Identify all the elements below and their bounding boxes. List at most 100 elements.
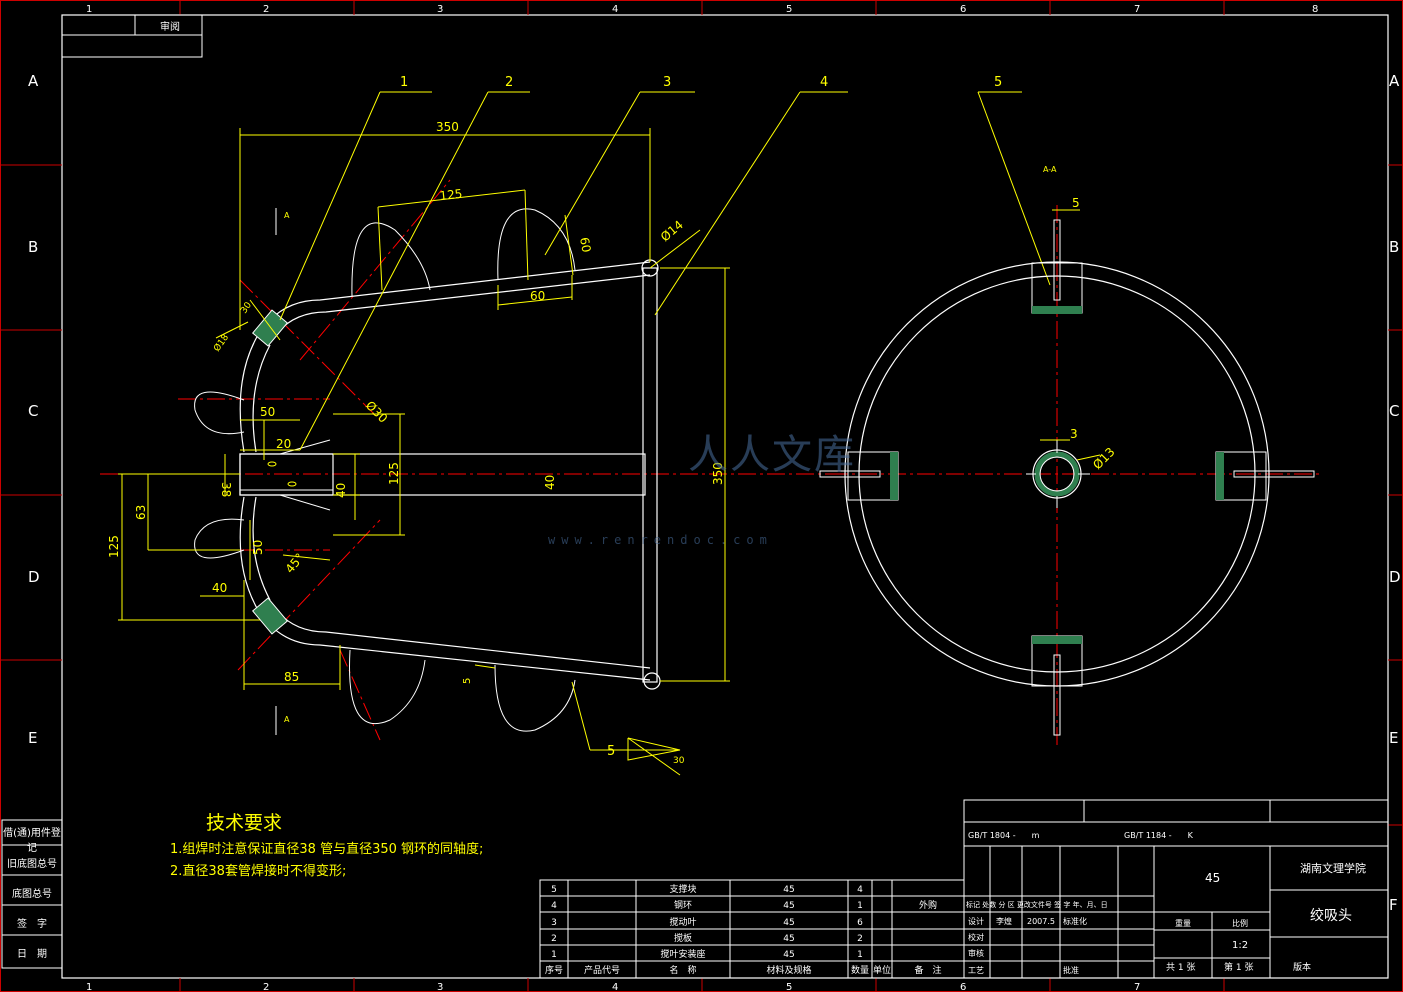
designer: 李煌: [996, 916, 1012, 926]
dimension-texts: 350 125 60 60 Ø14 30 Ø18 Ø30 50 20 38 40…: [107, 120, 725, 684]
zone-col: 7: [1134, 982, 1140, 992]
section-a-bottom: A: [284, 715, 290, 724]
dim-text: 5: [1072, 196, 1080, 210]
zone-col: 8: [1312, 4, 1318, 15]
standardization-label: 标准化: [1063, 916, 1087, 926]
approve-label: 批准: [1063, 965, 1079, 975]
side-register: [1, 819, 63, 969]
tech-req-line: 2.直径38套管焊接时不得变形;: [170, 864, 347, 879]
dimension-lines: [118, 128, 730, 690]
zone-row: C: [28, 402, 38, 420]
dim-text: 60: [530, 289, 545, 303]
check-label: 校对: [968, 932, 984, 942]
zone-col: 4: [612, 982, 618, 992]
bom-row: 5 支撑块 45 4: [551, 883, 863, 895]
dim-text: 50: [251, 540, 265, 555]
bom-cell: 45: [783, 901, 794, 911]
bom-cell: 45: [783, 885, 794, 895]
zone-col: 3: [437, 4, 443, 15]
tech-req-line: 1.组焊时注意保证直径38 管与直径350 钢环的同轴度;: [170, 842, 484, 857]
bom-row: 4 钢环 45 1 外购: [551, 899, 937, 911]
design-date: 2007.5: [1027, 917, 1055, 926]
bom-cell: 外购: [919, 899, 937, 911]
dim-text: 350: [436, 120, 459, 134]
material: 45: [1205, 871, 1220, 885]
zone-col: 1: [86, 982, 92, 992]
watermark-url: www.renrendoc.com: [548, 533, 773, 547]
zone-col-labels: 1 2 3 4 5 6 7 8 1 2 3 4 5 6 7: [86, 4, 1318, 992]
side-label: 底图总号: [12, 889, 52, 900]
bom-header-cell: 材料及规格: [766, 964, 811, 976]
side-label: 签 字: [17, 919, 47, 930]
bom-cell: 搅板: [674, 932, 692, 944]
review-box: [61, 14, 203, 58]
bom-cell: 6: [857, 918, 863, 928]
bom-header-cell: 产品代号: [584, 964, 620, 976]
dim-text: Ø13: [1090, 445, 1117, 472]
dim-text: 38: [219, 482, 233, 497]
revision-header: 标记 处数 分 区 更改文件号 签 字 年、月、日: [966, 900, 1108, 909]
weld-size: 30: [673, 756, 685, 766]
scale-value: 1:2: [1232, 940, 1248, 951]
weld-number: 5: [607, 744, 615, 759]
zone-row: D: [28, 568, 40, 586]
bom-row: 3 搅动叶 45 6: [551, 916, 863, 928]
zone-row-labels: A B C D E A B C D E F: [28, 72, 1401, 914]
zone-col: 5: [786, 4, 792, 15]
bom-cell: 4: [551, 901, 557, 911]
standard-2: GB/T 1184 - K: [1124, 831, 1194, 840]
bom-header-cell: 名 称: [669, 964, 696, 976]
dim-text: 50: [260, 405, 275, 419]
bom-cell: 2: [857, 934, 863, 944]
bom-header-cell: 备 注: [914, 964, 941, 976]
bom-grid: [539, 879, 965, 979]
zone-row: A: [28, 72, 39, 90]
bom-cell: 1: [857, 950, 863, 960]
dim-text: Ø14: [658, 218, 686, 245]
watermark-logo: 人人文库: [688, 432, 856, 478]
part-numbers: 1 2 3 4 5 5: [400, 75, 1002, 759]
part-leaders: [279, 91, 1051, 776]
dim-text: 40: [543, 475, 557, 490]
bom-row: 1 搅叶安装座 45 1: [551, 948, 863, 960]
sheet-number: 第 1 张: [1224, 961, 1253, 973]
zone-row: A: [1389, 72, 1400, 90]
side-label: 借(通)用件登记: [3, 828, 61, 854]
drawing-name: 绞吸头: [1310, 907, 1352, 924]
section-view: [819, 205, 1320, 745]
dim-text: 40: [334, 483, 348, 498]
title-block-grid: [963, 799, 1389, 979]
zone-col: 4: [612, 4, 618, 15]
dim-text: 125: [387, 462, 401, 485]
dim-text: Ø30: [363, 398, 390, 425]
bom-cell: 1: [857, 901, 863, 911]
design-label: 设计: [968, 916, 984, 926]
sheets-total: 共 1 张: [1166, 962, 1195, 973]
dim-text: 45°: [283, 551, 307, 576]
scale-label: 比例: [1232, 918, 1248, 928]
review-label-tb: 审核: [968, 948, 984, 958]
bom-header-cell: 数量: [851, 964, 869, 976]
dim-text: Ø18: [211, 332, 231, 354]
zone-row: E: [1389, 729, 1398, 747]
standard-1: GB/T 1804 - m: [968, 831, 1040, 840]
zone-row: F: [1389, 896, 1398, 914]
bom-cell: 2: [551, 934, 557, 944]
zone-row: E: [28, 729, 37, 747]
dim-text: 85: [284, 670, 299, 684]
section-view-label: A-A: [1043, 165, 1057, 174]
part-number: 2: [505, 75, 513, 90]
bom-header: 序号 产品代号 名 称 材料及规格 数量 单位 备 注: [545, 964, 942, 976]
bom-cell: 45: [783, 918, 794, 928]
bom-row: 2 搅板 45 2: [551, 932, 863, 944]
bom-cell: 4: [857, 885, 863, 895]
dim-text: 350: [711, 462, 725, 485]
dim-text: 40: [212, 581, 227, 595]
zone-row: D: [1389, 568, 1401, 586]
bom-cell: 钢环: [674, 899, 692, 911]
zone-col: 6: [960, 4, 966, 15]
dim-text: 60: [577, 236, 593, 253]
zone-col: 1: [86, 4, 92, 15]
